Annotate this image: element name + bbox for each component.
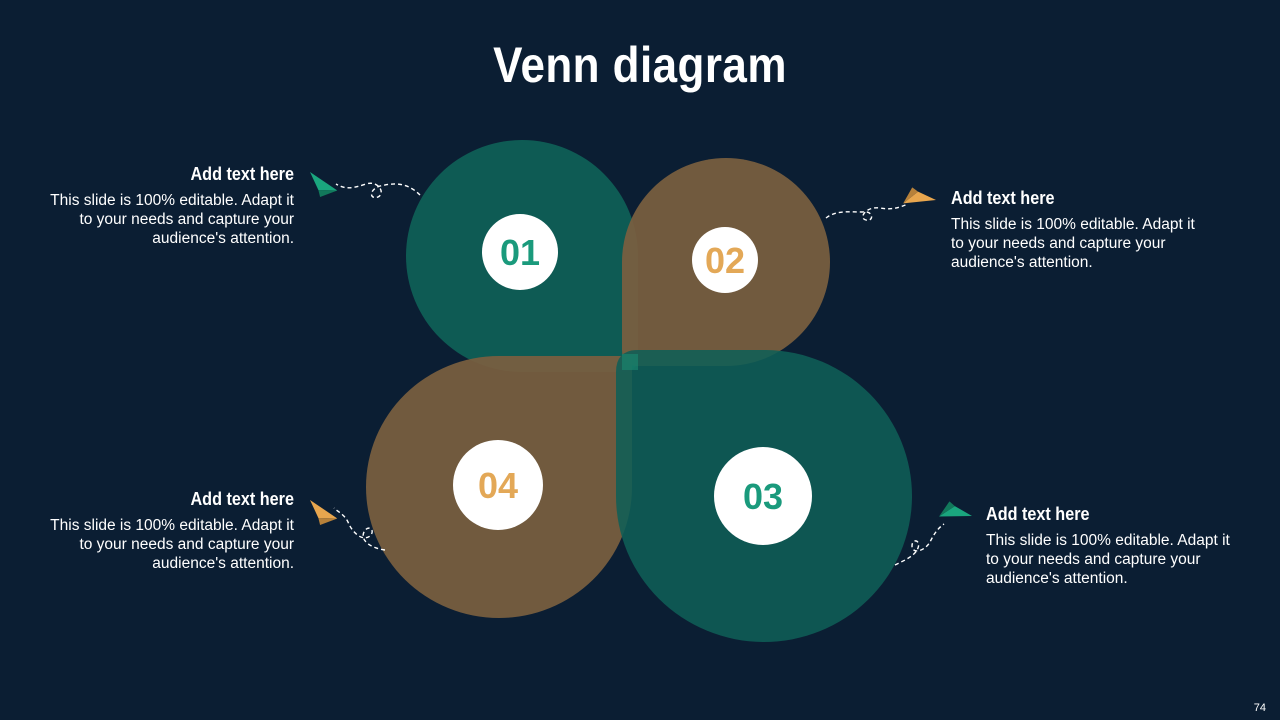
text-block-body: This slide is 100% editable. Adapt it to… bbox=[50, 517, 294, 572]
paper-plane-icon bbox=[939, 501, 972, 517]
number-circle-04 bbox=[453, 440, 543, 530]
connector-02 bbox=[825, 203, 909, 221]
page-number: 74 bbox=[1253, 702, 1266, 714]
text-block-04: Add text here This slide is 100% editabl… bbox=[44, 489, 294, 573]
number-circle-03 bbox=[714, 447, 812, 545]
paper-plane-icon bbox=[310, 172, 338, 197]
connector-03 bbox=[894, 523, 945, 566]
connector-04 bbox=[333, 507, 386, 551]
text-block-heading: Add text here bbox=[190, 489, 294, 509]
text-block-body: This slide is 100% editable. Adapt it to… bbox=[50, 192, 294, 247]
slide-title: Venn diagram bbox=[493, 37, 787, 93]
number-label-04: 04 bbox=[478, 465, 518, 506]
number-label-03: 03 bbox=[743, 476, 783, 517]
paper-plane-icon bbox=[903, 187, 936, 204]
text-block-heading: Add text here bbox=[190, 164, 294, 184]
text-block-body: This slide is 100% editable. Adapt it to… bbox=[951, 216, 1195, 271]
text-block-01: Add text here This slide is 100% editabl… bbox=[44, 164, 294, 248]
connector-lines bbox=[333, 182, 945, 566]
venn-center-overlap bbox=[622, 354, 638, 370]
text-block-heading: Add text here bbox=[951, 188, 1055, 208]
number-circle-01 bbox=[482, 214, 558, 290]
text-block-03: Add text here This slide is 100% editabl… bbox=[986, 504, 1236, 588]
text-block-heading: Add text here bbox=[986, 504, 1090, 524]
number-label-02: 02 bbox=[705, 240, 745, 281]
number-label-01: 01 bbox=[500, 232, 540, 273]
number-circle-02 bbox=[692, 227, 758, 293]
paper-plane-icon bbox=[310, 500, 338, 525]
text-block-body: This slide is 100% editable. Adapt it to… bbox=[986, 532, 1230, 587]
text-block-02: Add text here This slide is 100% editabl… bbox=[951, 188, 1201, 272]
connector-01 bbox=[335, 182, 421, 199]
